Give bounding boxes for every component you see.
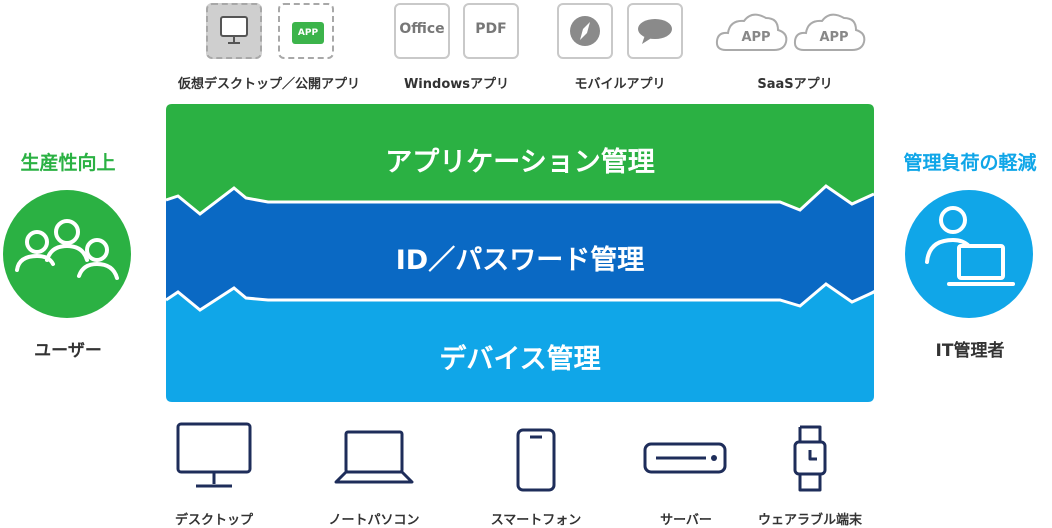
category-label-windows: Windowsアプリ [403,77,510,92]
id-layer-band [166,186,874,310]
device-management-label: デバイス管理 [439,344,601,375]
compass-tile [557,3,613,59]
it-admin-label: IT管理者 [935,341,1005,361]
pdf-icon: PDF [475,21,507,37]
office-tile: Office [394,3,450,59]
laptop-label: ノートパソコン [328,513,420,528]
server-icon [643,442,727,474]
compass-icon [570,16,600,46]
chat-tile [627,3,683,59]
chat-bubble-icon [638,19,672,44]
smartwatch-icon [793,425,827,492]
monitor-icon [220,16,248,44]
published-app-tile: APP [278,3,334,59]
smartphone-label: スマートフォン [490,513,582,528]
app-management-label: アプリケーション管理 [385,147,655,178]
smartphone-icon [516,428,556,492]
id-password-management-label: ID／パスワード管理 [395,245,645,276]
desktop-label: デスクトップ [174,513,253,528]
productivity-title: 生産性向上 [20,152,116,174]
users-circle [3,190,131,318]
cloud-icon [793,13,866,51]
laptop-icon [334,430,414,484]
wearable-label: ウェアラブル端末 [757,513,862,528]
office-icon: Office [399,21,445,37]
desktop-icon [176,422,252,488]
virtual-desktop-tile [206,3,262,59]
separator-line [165,282,875,312]
app-layer-band [166,104,874,214]
category-label-virtual-desktop: 仮想デスクトップ／公開アプリ [177,77,360,92]
users-icon [15,219,119,280]
cloud-icon [715,13,788,51]
pdf-tile: PDF [463,3,519,59]
admin-burden-title: 管理負荷の軽減 [903,152,1037,174]
saas-app-text-1: APP [741,30,771,45]
admin-laptop-icon [925,206,1015,286]
separator-line [165,184,875,216]
server-label: サーバー [660,513,712,528]
user-label: ユーザー [34,341,102,361]
category-label-saas: SaaSアプリ [757,77,833,92]
admin-circle [905,190,1033,318]
saas-clouds [715,13,866,51]
device-layer-band [166,284,874,402]
saas-app-text-2: APP [819,30,849,45]
category-label-mobile: モバイルアプリ [574,77,666,92]
app-badge-icon: APP [292,22,324,44]
